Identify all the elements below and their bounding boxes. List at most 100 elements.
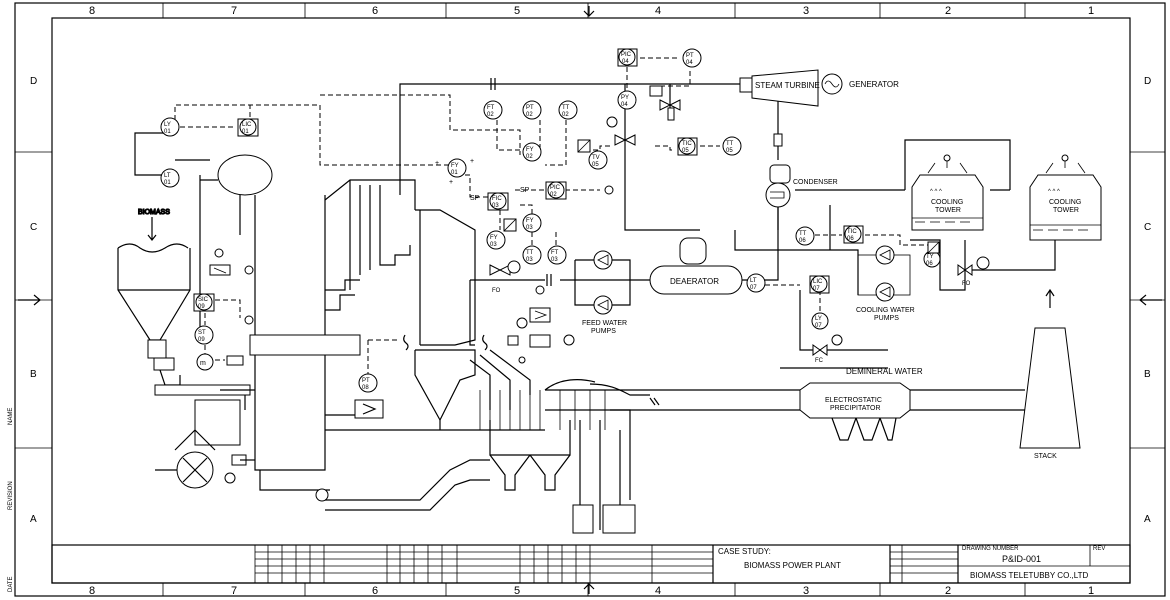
instrument-pt02: PT 02 [522,100,542,120]
case-study-label: CASE STUDY: [718,547,771,556]
signal-lines [174,57,930,375]
break-marks [403,334,660,406]
esp-label-2: PRECIPITATOR [830,405,881,412]
cooling-water-pumps-label-1: COOLING WATER [856,307,915,314]
svg-text:FO: FO [962,281,971,287]
column-label: 8 [89,5,95,17]
row-label: A [30,514,37,525]
row-labels-right: D C B A [1144,76,1151,525]
column-label: 5 [514,585,520,597]
column-label: 4 [655,585,661,597]
column-labels-top: 8 7 6 5 4 3 2 1 [89,5,1094,17]
svg-text:02: 02 [487,112,494,118]
deaerator-label: DEAERATOR [670,277,719,286]
esp-label-1: ELECTROSTATIC [825,397,882,404]
svg-text:06: 06 [926,261,933,267]
svg-text:FIC: FIC [492,196,502,202]
feed-water-pumps: FEED WATER PUMPS [582,250,627,335]
svg-text:06: 06 [847,236,854,242]
column-label: 2 [945,585,951,597]
instrument-tt02: TT 02 [558,100,578,120]
svg-text:PY: PY [621,95,629,101]
svg-text:LY: LY [164,122,171,128]
column-label: 7 [231,5,237,17]
svg-text:05: 05 [592,162,599,168]
side-note: NAME [8,408,14,425]
column-label: 3 [803,5,809,17]
column-label: 3 [803,585,809,597]
svg-text:LT: LT [164,173,171,179]
feed-water-pumps-label-1: FEED WATER [582,320,627,327]
svg-text:04: 04 [621,102,628,108]
svg-text:TT: TT [799,231,807,237]
instrument-ly07: LY 07 [811,312,829,330]
svg-text:07: 07 [815,323,822,329]
svg-text:03: 03 [526,257,533,263]
svg-text:^ ^ ^: ^ ^ ^ [1048,189,1060,195]
svg-text:PT: PT [362,378,370,384]
svg-text:PIC: PIC [550,185,561,191]
svg-text:03: 03 [551,257,558,263]
row-label: B [30,369,37,380]
svg-text:+: + [449,179,453,186]
cooling-tower-2-label-2: TOWER [1053,207,1079,214]
side-notes: NAME REVISION DATE [8,408,14,592]
biomass-feed: BIOMASS [117,208,255,489]
instrument-py04: PY 04 [617,90,637,110]
column-label: 7 [231,585,237,597]
svg-text:PT: PT [686,53,694,59]
title-block: CASE STUDY: BIOMASS POWER PLANT DRAWING … [51,544,1131,584]
instruments: PT 04 PIC 04 PY 04 FT 02 PT 02 TT 02 [160,48,990,393]
row-label: D [30,76,37,87]
svg-text:PIC: PIC [621,52,632,58]
instrument-fic03: FIC 03 [487,192,509,211]
svg-text:FY: FY [451,163,459,169]
instrument-tic05: TIC 05 [677,137,698,156]
process-piping [134,78,1056,411]
steam-drum [217,154,273,196]
instrument-ft02: FT 02 [483,100,503,120]
svg-text:LT: LT [750,278,757,284]
cooling-tower-1-label-1: COOLING [931,199,963,206]
svg-text:TV: TV [592,155,600,161]
side-note: REVISION [8,481,14,510]
instrument-ly01: LY 01 [160,117,180,137]
stack: STACK [1019,288,1081,460]
column-label: 6 [372,5,378,17]
svg-text:FY: FY [526,218,534,224]
case-study-value: BIOMASS POWER PLANT [744,561,841,570]
svg-text:04: 04 [622,59,629,65]
svg-text:m: m [200,360,206,367]
row-label: C [30,222,37,233]
svg-text:02: 02 [562,112,569,118]
svg-text:08: 08 [362,385,369,391]
instrument-tt05: TT 05 [722,136,742,156]
feed-water-pumps-label-2: PUMPS [591,328,616,335]
condenser: CONDENSER [765,164,838,230]
side-note: DATE [8,576,14,592]
instrument-pic02: PIC 02 [545,181,567,200]
column-label: 4 [655,5,661,17]
svg-text:07: 07 [813,286,820,292]
instrument-tic06: TIC 06 [843,225,864,244]
cooling-water-pumps: COOLING WATER PUMPS [856,245,915,322]
svg-text:FT: FT [551,250,559,256]
instrument-sic09: SIC 09 [193,293,215,312]
instrument-ft03: FT 03 [547,245,567,265]
boiler [217,154,636,534]
svg-text:05: 05 [726,148,733,154]
instrument-pt04: PT 04 [682,48,702,68]
drawing-number-label: DRAWING NUMBER [962,546,1019,552]
svg-text:FT: FT [487,105,495,111]
instrument-lic07: LIC 07 [809,275,830,294]
row-label: B [1144,369,1151,380]
svg-text:ST: ST [198,330,206,336]
instrument-tt06: TT 06 [795,226,815,246]
drawing-number: P&ID-001 [1002,554,1041,564]
svg-text:TY: TY [926,254,934,260]
svg-text:02: 02 [526,112,533,118]
svg-text:01: 01 [451,170,458,176]
svg-text:03: 03 [490,242,497,248]
instrument-fy01: FY 01 [447,158,467,178]
instrument-fy02: FY 02 [522,142,542,162]
